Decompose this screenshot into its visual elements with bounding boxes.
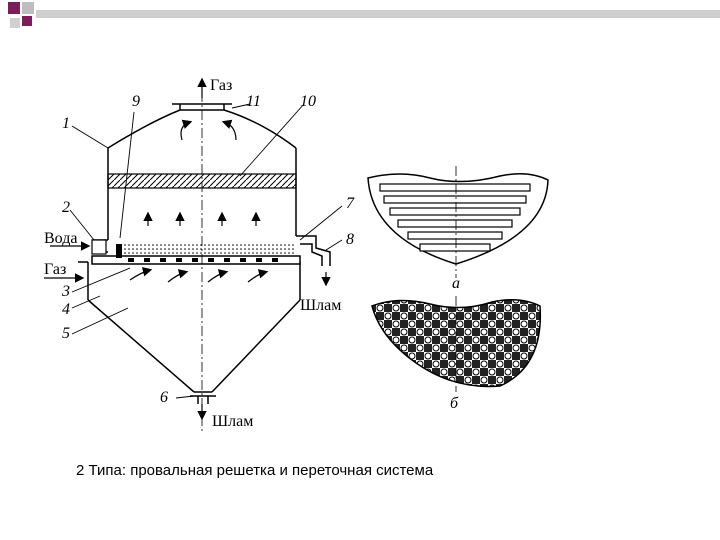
callout-1: 1 [62,115,70,132]
slide-caption: 2 Типа: провальная решетка и переточная … [76,462,434,479]
deco-stripe [36,10,720,18]
sublabel-b: б [450,395,459,412]
deco-square-purple-2 [22,16,32,26]
detail-a-slotted-grate [367,166,549,278]
callout-10: 10 [300,93,316,110]
deco-square-purple [8,2,20,14]
label-gas-in: Газ [44,261,66,278]
label-gas-out: Газ [210,77,232,94]
label-sludge-side: Шлам [300,297,341,314]
callout-11: 11 [246,93,261,110]
callout-6: 6 [160,389,168,406]
sublabel-a: а [452,275,460,292]
callout-4: 4 [62,301,70,318]
water-distributor [116,244,122,258]
callout-8: 8 [346,231,354,248]
slide-decoration [0,0,720,40]
callout-5: 5 [62,325,70,342]
flow-arrows [44,77,331,421]
callout-3: 3 [61,283,70,300]
label-water: Вода [44,230,77,247]
callout-2: 2 [62,199,70,216]
deco-square-gray [22,2,34,14]
foam-layer [118,244,296,256]
deco-square-gray-2 [10,18,20,28]
callout-9: 9 [132,93,140,110]
detail-b-perforated-grate [371,296,542,392]
leader-lines [69,103,343,399]
label-sludge-bottom: Шлам [212,413,253,430]
water-inlet-box [91,239,107,255]
grate-holes [128,258,278,262]
callout-7: 7 [346,195,355,212]
apparatus-body [78,103,331,404]
